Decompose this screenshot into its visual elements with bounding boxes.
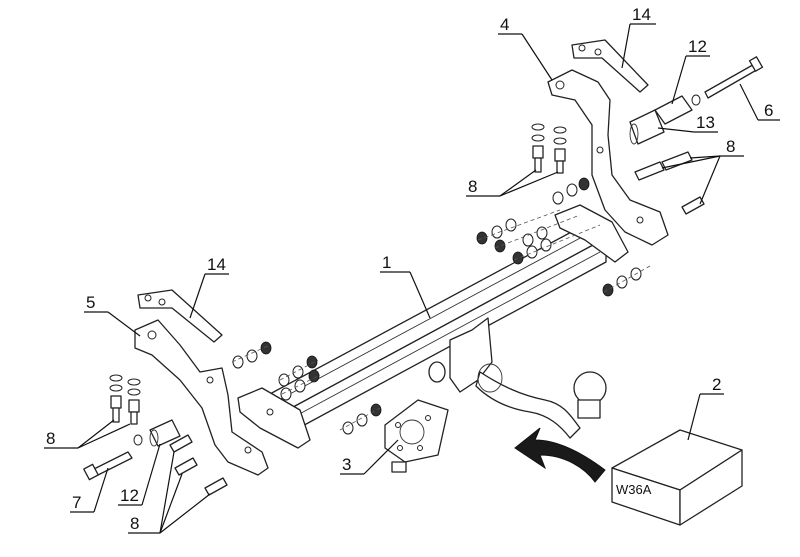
callout-7: 7 <box>72 493 81 512</box>
crossbar-part <box>267 221 607 437</box>
socket-plate <box>384 399 449 473</box>
spacer-12-left <box>149 419 181 447</box>
callout-2: 2 <box>712 375 721 394</box>
callout-8-right: 8 <box>726 137 735 156</box>
kit-box-label: W36A <box>616 482 652 497</box>
strap-right <box>571 39 649 93</box>
tow-ball-assembly <box>428 317 607 439</box>
callout-12-right: 12 <box>688 37 707 56</box>
callout-5: 5 <box>86 293 95 312</box>
callout-labels: 1 2 3 4 5 6 7 8 8 8 8 12 12 13 14 14 <box>46 5 773 533</box>
kit-box: W36A <box>611 429 743 526</box>
callout-12-left: 12 <box>120 486 139 505</box>
fasteners-right-horizontal <box>634 151 705 215</box>
left-side-bracket <box>134 319 311 476</box>
bolt-7 <box>83 434 143 481</box>
callout-14-left: 14 <box>207 255 226 274</box>
insert-arrow-icon <box>514 427 606 483</box>
callout-8-left-bottom: 8 <box>130 514 139 533</box>
bolt-6 <box>691 56 764 106</box>
fasteners-left-vertical <box>109 374 141 425</box>
callout-leaders <box>44 23 780 534</box>
fasteners-right-vertical <box>531 123 567 174</box>
callout-14-right: 14 <box>632 5 651 24</box>
spacer-13 <box>629 109 665 145</box>
callout-6: 6 <box>764 101 773 120</box>
fasteners-left-horizontal <box>169 434 228 496</box>
callout-1: 1 <box>382 253 391 272</box>
callout-13: 13 <box>696 113 715 132</box>
strap-left <box>137 289 223 343</box>
callout-3: 3 <box>342 455 351 474</box>
callout-4: 4 <box>500 15 509 34</box>
washers-nuts-left-bracket <box>231 341 382 435</box>
right-side-bracket <box>547 69 669 263</box>
washers-nuts-right-bracket <box>476 177 651 297</box>
callout-8-right-left: 8 <box>468 177 477 196</box>
callout-8-left-top: 8 <box>46 429 55 448</box>
